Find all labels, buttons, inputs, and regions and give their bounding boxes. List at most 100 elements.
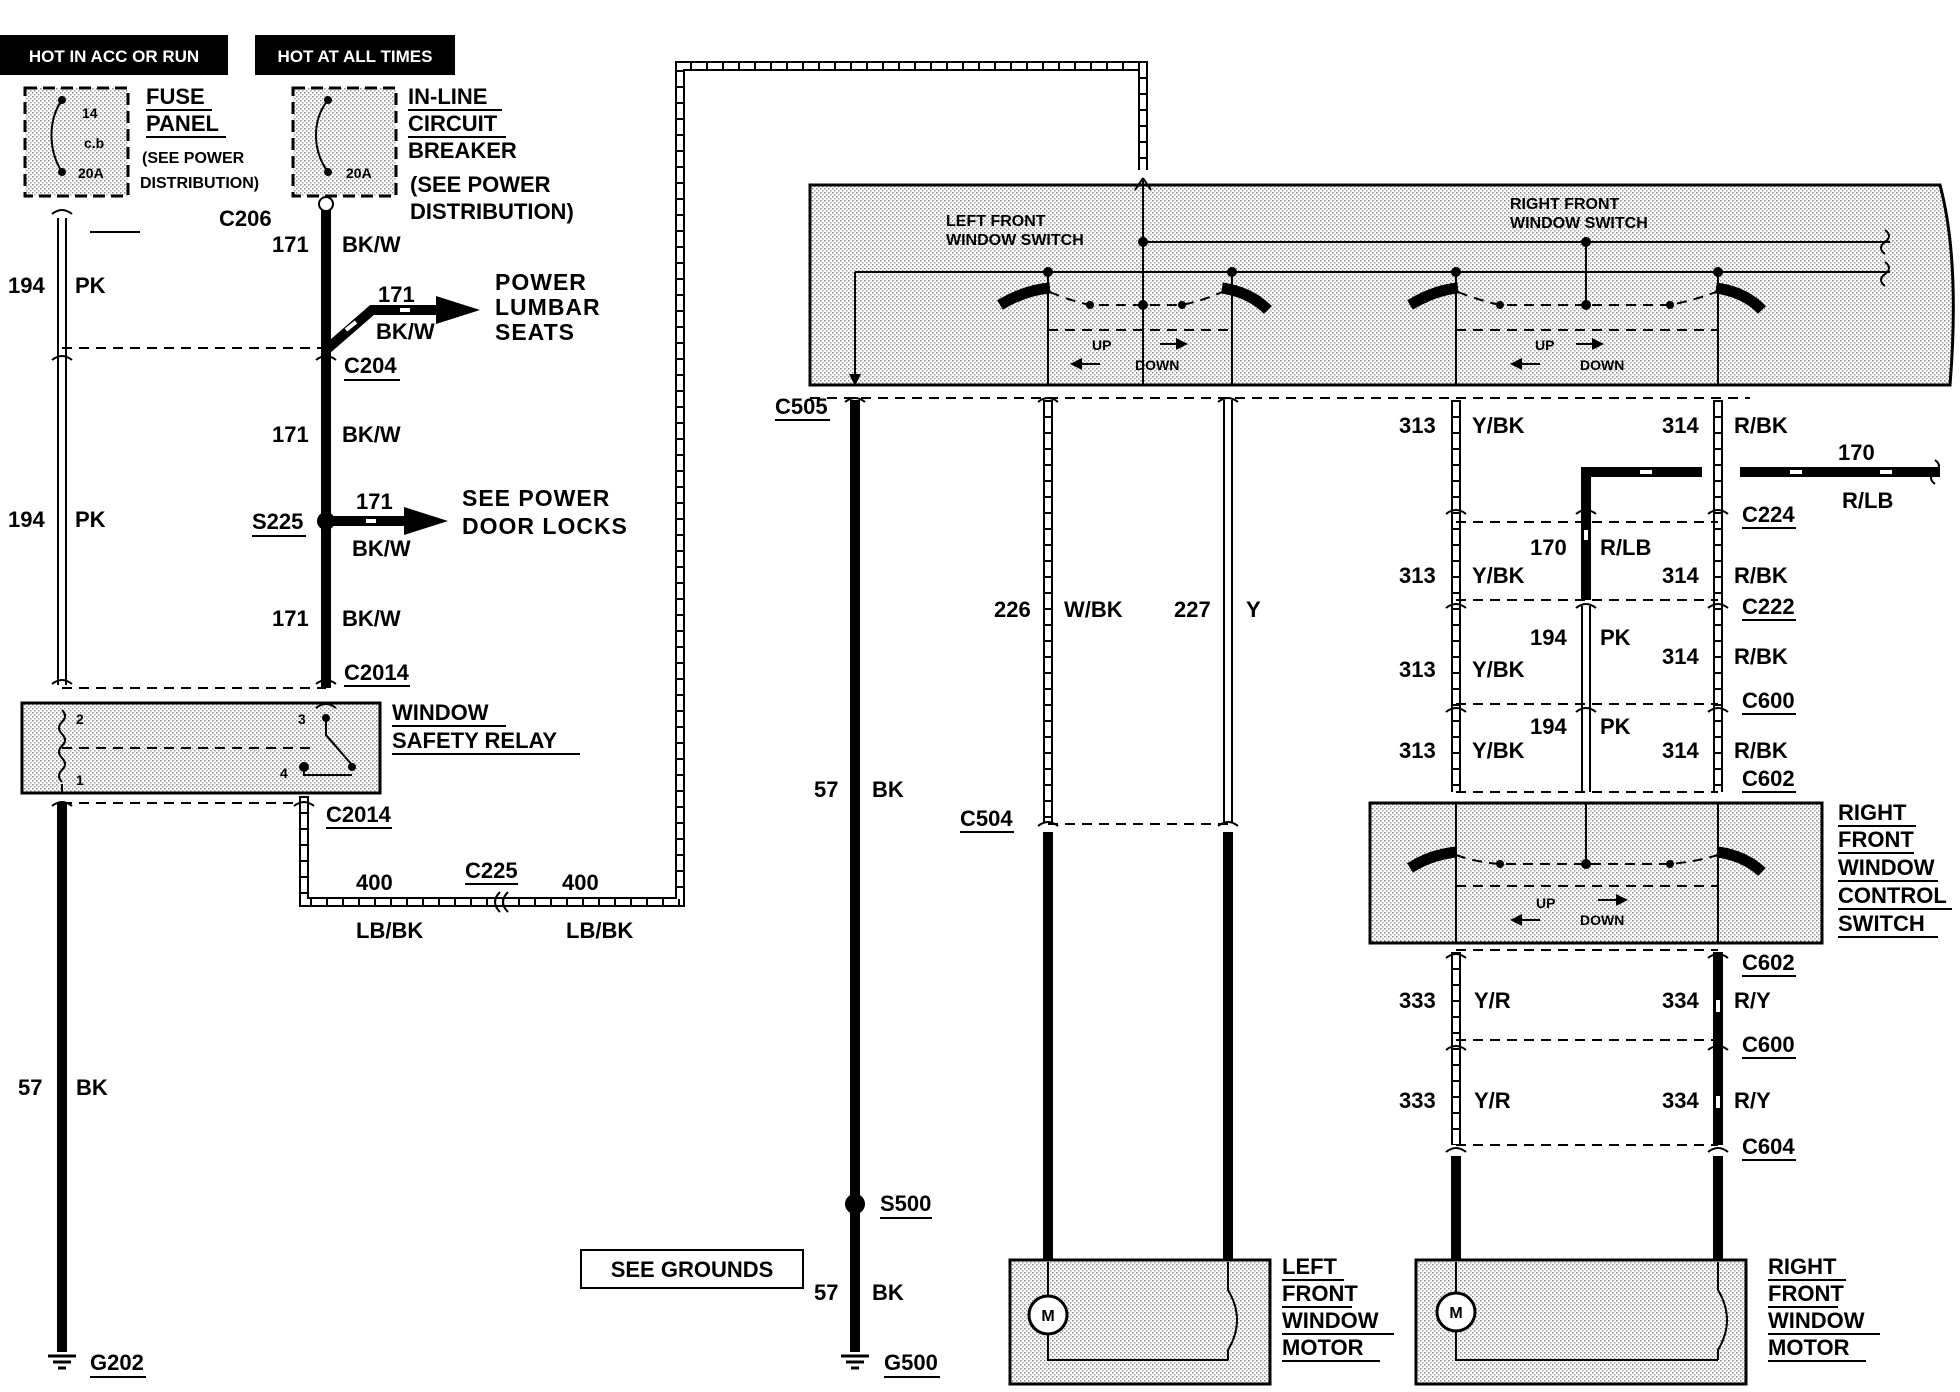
fuse-label-2: PANEL <box>146 111 219 136</box>
label-wbk: W/BK <box>1064 597 1123 622</box>
label-57-a: 57 <box>18 1075 42 1100</box>
branch-door-locks <box>330 507 448 535</box>
rf-motor-label-4: MOTOR <box>1768 1335 1850 1360</box>
svg-text:c.b: c.b <box>84 135 104 151</box>
right-switch-label-1: RIGHT FRONT <box>1510 196 1620 213</box>
lf-motor-label-1: LEFT <box>1282 1254 1338 1279</box>
rf-window-motor: M <box>1414 1258 1748 1386</box>
fuse-panel: 14 c.b 20A <box>23 86 130 198</box>
label-rbk-a: R/BK <box>1734 413 1788 438</box>
svg-text:20A: 20A <box>78 165 104 181</box>
rf-control-label-2: FRONT <box>1838 827 1914 852</box>
window-safety-relay: 2 1 3 4 <box>20 701 382 795</box>
right-up-label: UP <box>1535 337 1554 353</box>
relay-label-2: SAFETY RELAY <box>392 728 557 753</box>
label-bkw-b: BK/W <box>342 422 401 447</box>
left-switch-label-2: WINDOW SWITCH <box>946 232 1084 249</box>
rf-up-label: UP <box>1536 895 1555 911</box>
label-226: 226 <box>994 597 1031 622</box>
label-170-a: 170 <box>1838 440 1875 465</box>
label-313-d: 313 <box>1399 738 1436 763</box>
label-rbk-c: R/BK <box>1734 644 1788 669</box>
label-171-a: 171 <box>272 232 309 257</box>
label-314-a: 314 <box>1662 413 1699 438</box>
label-194-d: 194 <box>1530 714 1567 739</box>
svg-text:14: 14 <box>82 105 98 121</box>
label-rbk-d: R/BK <box>1734 738 1788 763</box>
c225-label: C225 <box>465 858 518 883</box>
svg-text:SEE GROUNDS: SEE GROUNDS <box>611 1257 774 1282</box>
lf-window-motor: M <box>1008 1258 1272 1386</box>
label-194-b: 194 <box>8 507 45 532</box>
label-ry-b: R/Y <box>1734 1088 1771 1113</box>
label-pk-a: PK <box>75 273 106 298</box>
s225-label: S225 <box>252 509 303 534</box>
c602-label-b: C602 <box>1742 950 1795 975</box>
label-yr-b: Y/R <box>1474 1088 1511 1113</box>
label-334-a: 334 <box>1662 988 1699 1013</box>
hot-acc-run-header: HOT IN ACC OR RUN <box>0 35 228 75</box>
rf-down-label: DOWN <box>1580 912 1624 928</box>
c600-label-b: C600 <box>1742 1032 1795 1057</box>
c600-label-a: C600 <box>1742 688 1795 713</box>
label-333-b: 333 <box>1399 1088 1436 1113</box>
inline-circuit-breaker: 20A <box>291 86 398 198</box>
c222-label: C222 <box>1742 594 1795 619</box>
rf-motor-label-3: WINDOW <box>1768 1308 1865 1333</box>
c224-label: C224 <box>1742 502 1795 527</box>
left-up-label: UP <box>1092 337 1111 353</box>
svg-text:4: 4 <box>280 765 288 781</box>
label-314-c: 314 <box>1662 644 1699 669</box>
label-ybk-a: Y/BK <box>1472 413 1525 438</box>
rf-control-label-4: CONTROL <box>1838 883 1947 908</box>
label-pk-d: PK <box>1600 714 1631 739</box>
label-bkw-c: BK/W <box>342 606 401 631</box>
label-ybk-b: Y/BK <box>1472 563 1525 588</box>
label-170-b: 170 <box>1530 535 1567 560</box>
label-57-c: 57 <box>814 1280 838 1305</box>
locks-line2: DOOR LOCKS <box>462 513 628 539</box>
label-bk-b: BK <box>872 777 904 802</box>
hot-all-times-header: HOT AT ALL TIMES <box>255 35 455 75</box>
breaker-label-3: BREAKER <box>408 138 517 163</box>
label-171-b: 171 <box>272 422 309 447</box>
master-window-switch <box>808 177 1955 399</box>
c2014-top-label: C2014 <box>344 660 410 685</box>
lf-motor-label-2: FRONT <box>1282 1281 1358 1306</box>
branch-lumbar <box>322 296 480 354</box>
label-171-locks: 171 <box>356 489 393 514</box>
ground-g500 <box>841 1354 869 1370</box>
svg-text:HOT IN ACC OR RUN: HOT IN ACC OR RUN <box>29 47 199 66</box>
lumbar-line3: SEATS <box>495 319 575 345</box>
rf-motor-label-1: RIGHT <box>1768 1254 1837 1279</box>
label-194-c: 194 <box>1530 625 1567 650</box>
label-334-b: 334 <box>1662 1088 1699 1113</box>
label-ry-a: R/Y <box>1734 988 1771 1013</box>
c505-label: C505 <box>775 394 828 419</box>
lumbar-line2: LUMBAR <box>495 294 601 320</box>
rf-control-label-5: SWITCH <box>1838 911 1925 936</box>
label-y: Y <box>1246 597 1261 622</box>
see-grounds-box[interactable]: SEE GROUNDS <box>580 1249 804 1289</box>
label-171-lumbar: 171 <box>378 282 415 307</box>
c204-label: C204 <box>344 353 397 378</box>
label-ybk-c: Y/BK <box>1472 657 1525 682</box>
ground-g202 <box>48 1354 76 1370</box>
breaker-note-2: DISTRIBUTION) <box>410 199 574 224</box>
c604-label: C604 <box>1742 1134 1795 1159</box>
lf-motor-label-3: WINDOW <box>1282 1308 1379 1333</box>
label-pk-c: PK <box>1600 625 1631 650</box>
label-rbk-b: R/BK <box>1734 563 1788 588</box>
label-lbbk-b: LB/BK <box>566 918 633 943</box>
lumbar-line1: POWER <box>495 269 587 295</box>
label-400-b: 400 <box>562 870 599 895</box>
label-314-d: 314 <box>1662 738 1699 763</box>
breaker-label-1: IN-LINE <box>408 84 487 109</box>
label-bk-a: BK <box>76 1075 108 1100</box>
rf-motor-label-2: FRONT <box>1768 1281 1844 1306</box>
s500-label: S500 <box>880 1191 931 1216</box>
c206-label: C206 <box>219 206 272 231</box>
label-bk-c: BK <box>872 1280 904 1305</box>
label-171-c: 171 <box>272 606 309 631</box>
